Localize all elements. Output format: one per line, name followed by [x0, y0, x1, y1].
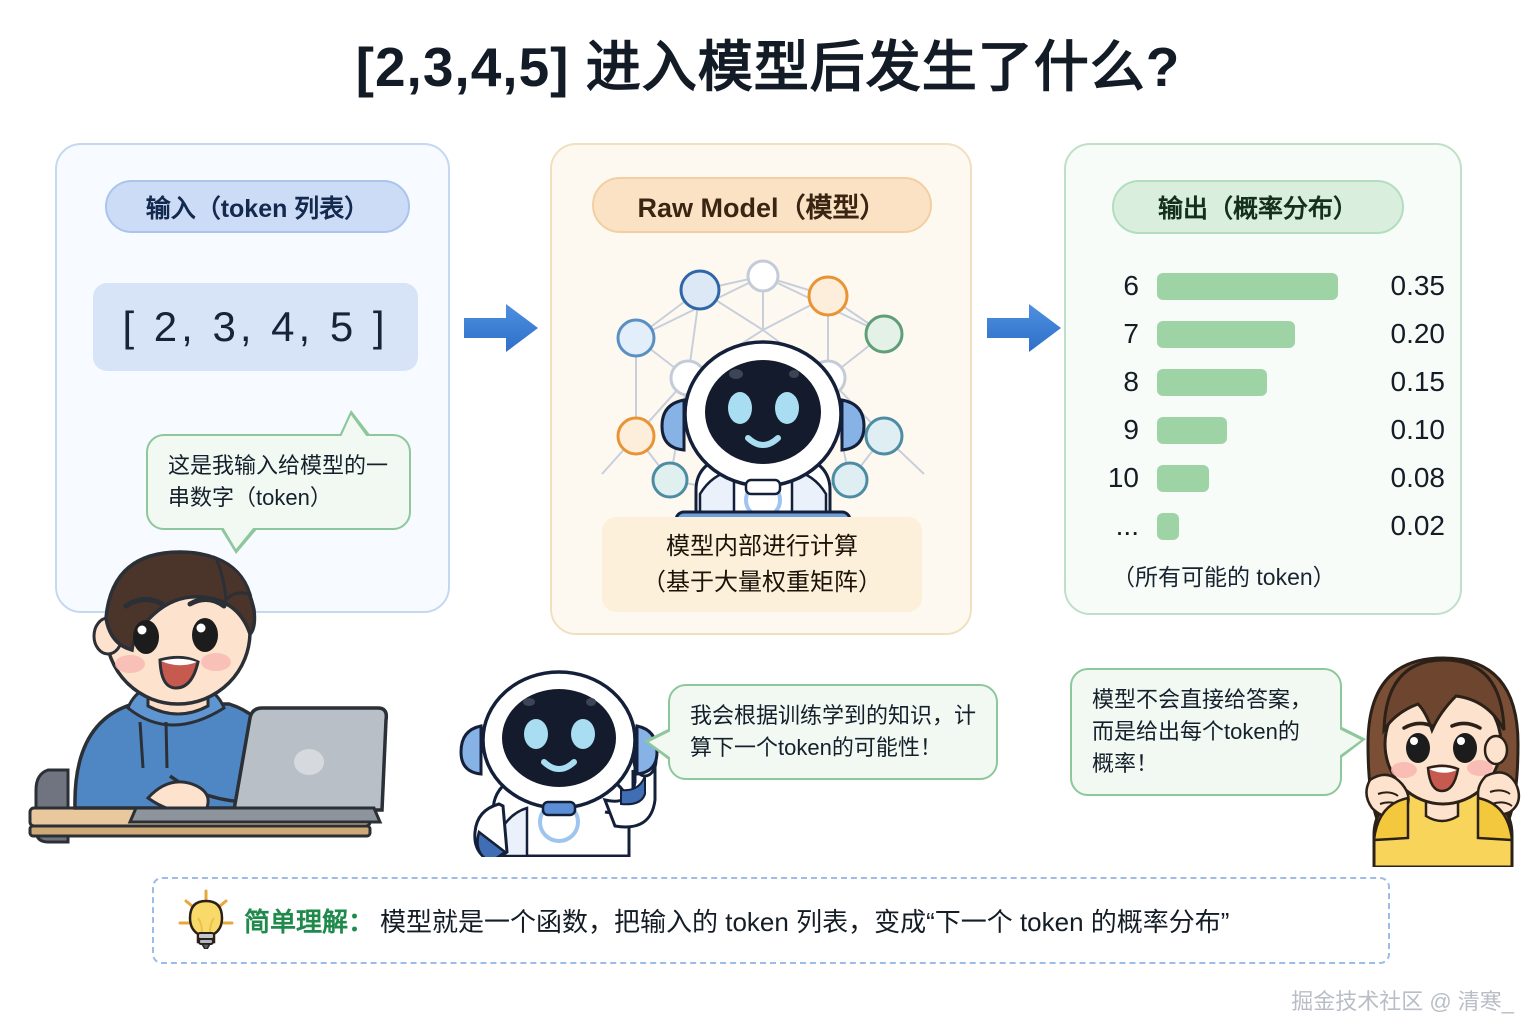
chart-category-label: ...: [1115, 510, 1139, 541]
chart-value-label: 0.10: [1390, 414, 1446, 445]
chart-bar-track: [1157, 454, 1359, 502]
chart-value-label: 0.02: [1390, 510, 1446, 541]
bubble-tail-fill: [1339, 729, 1361, 756]
chart-bar: [1157, 320, 1295, 348]
chart-row: ... 0.02: [1095, 502, 1445, 550]
chart-bar: [1157, 272, 1338, 300]
model-note-line2: （基于大量权重矩阵）: [642, 568, 882, 596]
summary-banner: 简单理解： 模型就是一个函数，把输入的 token 列表，变成“下一个 toke…: [152, 877, 1390, 964]
model-note-line1: 模型内部进行计算: [666, 532, 858, 560]
summary-text: 模型就是一个函数，把输入的 token 列表，变成“下一个 token 的概率分…: [380, 907, 1230, 937]
model-note-box: 模型内部进行计算 （基于大量权重矩阵）: [602, 517, 922, 612]
chart-value-label: 0.08: [1390, 462, 1446, 493]
boy-speech-bubble: 这是我输入给模型的一串数字（token）: [146, 410, 411, 554]
bubble-tail-fill-bottom: [223, 526, 254, 549]
chart-value-label: 0.15: [1390, 366, 1446, 397]
input-panel-header: 输入（token 列表）: [105, 180, 410, 233]
chart-bar-track: [1157, 310, 1359, 358]
chart-bar: [1157, 368, 1267, 396]
chart-value-label: 0.20: [1390, 318, 1446, 349]
output-footnote: （所有可能的 token）: [1112, 564, 1336, 590]
watermark: 掘金技术社区 @ 清寒_: [1291, 989, 1514, 1014]
model-panel-header: Raw Model（模型）: [592, 177, 932, 233]
right-arrow-icon: [462, 300, 542, 361]
girl-speech-text: 模型不会直接给答案，而是给出每个token的概率！: [1092, 687, 1313, 776]
girl-thinking-illustration: [1348, 652, 1536, 872]
output-panel-header: 输出（概率分布）: [1112, 180, 1404, 234]
right-arrow-icon-2: [985, 300, 1065, 361]
robot-pointing-illustration: [455, 662, 670, 864]
chart-bar: [1157, 464, 1209, 492]
chart-bar-track: [1157, 502, 1359, 550]
chart-bar: [1157, 416, 1227, 444]
chart-category-label: 8: [1123, 366, 1139, 397]
chart-bar: [1157, 512, 1179, 540]
bubble-tail-fill: [341, 415, 367, 437]
chart-bar-track: [1157, 406, 1359, 454]
chart-category-label: 9: [1123, 414, 1139, 445]
chart-category-label: 6: [1123, 270, 1139, 301]
chart-value-label: 0.35: [1390, 270, 1446, 301]
chart-bar-track: [1157, 262, 1359, 310]
robot-illustration: [588, 248, 938, 536]
chart-category-label: 10: [1107, 462, 1139, 493]
page-title: [2,3,4,5] 进入模型后发生了什么?: [355, 36, 1181, 98]
robot-speech-bubble: 我会根据训练学到的知识，计算下一个token的可能性！: [644, 684, 998, 780]
token-list-value: [ 2, 3, 4, 5 ]: [93, 283, 418, 371]
chart-bar-track: [1157, 358, 1359, 406]
boy-speech-text: 这是我输入给模型的一串数字（token）: [168, 453, 389, 510]
boy-with-laptop-illustration: [20, 540, 440, 865]
lightbulb-icon: [178, 887, 234, 954]
girl-speech-bubble: 模型不会直接给答案，而是给出每个token的概率！: [1070, 668, 1366, 796]
summary-label: 简单理解：: [244, 907, 375, 937]
robot-speech-text: 我会根据训练学到的知识，计算下一个token的可能性！: [690, 703, 977, 760]
chart-category-label: 7: [1123, 318, 1139, 349]
bubble-tail-fill: [649, 731, 671, 758]
